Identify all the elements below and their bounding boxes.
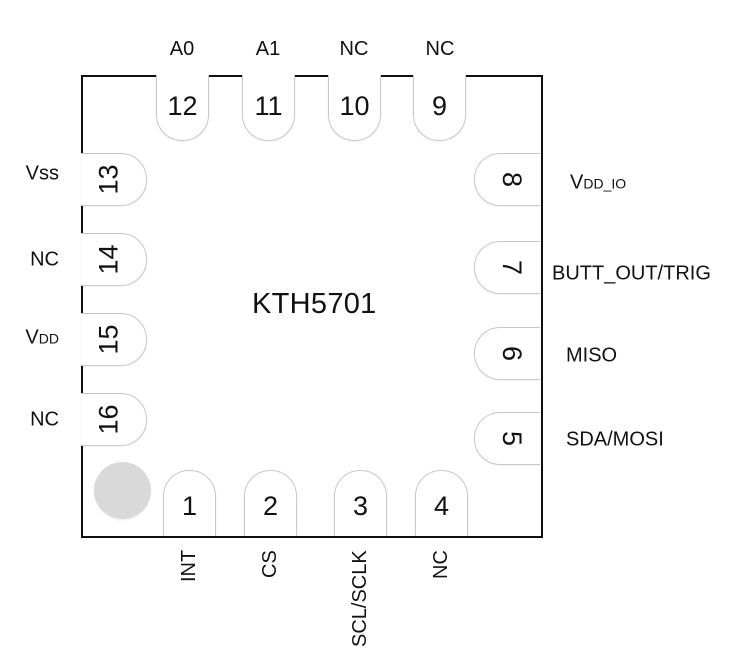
pin1-indicator-dot [94, 462, 151, 519]
pin-label-15: VDD [25, 326, 59, 349]
pin-label-8: VDD_IO [570, 171, 627, 194]
pad-1: 1 [163, 470, 216, 536]
pad-11: 11 [242, 75, 295, 141]
pad-5: 5 [474, 412, 540, 465]
pad-12: 12 [156, 75, 209, 141]
pad-number: 9 [431, 91, 448, 121]
pad-number: 5 [497, 430, 527, 447]
pad-number: 8 [497, 171, 527, 188]
pad-8: 8 [474, 153, 540, 206]
pad-number: 14 [93, 244, 124, 275]
pin-label-12: A0 [169, 38, 195, 60]
pin-label-7: BUTT_OUT/TRIG [552, 262, 711, 285]
pad-7: 7 [474, 241, 540, 294]
pad-16: 16 [81, 393, 147, 446]
pad-number: 12 [167, 91, 198, 121]
pad-2: 2 [244, 470, 297, 536]
pad-9: 9 [413, 75, 466, 141]
pin-label-13: Vss [25, 162, 59, 185]
pad-number: 13 [93, 164, 124, 195]
pad-3: 3 [334, 470, 387, 536]
pad-number: 6 [497, 345, 527, 362]
pin-label-4: NC [429, 550, 452, 579]
pad-14: 14 [81, 233, 147, 286]
chip-name: KTH5701 [252, 288, 377, 320]
pad-number: 15 [93, 324, 124, 355]
pad-number: 16 [93, 404, 124, 435]
pin-label-11: A1 [255, 38, 281, 60]
chip-package-body [81, 75, 543, 538]
pin-label-1: INT [177, 549, 200, 582]
pin-label-2: CS [258, 550, 281, 578]
pad-13: 13 [81, 153, 147, 206]
pad-number: 1 [181, 491, 198, 521]
pin-label-9: NC [425, 38, 455, 60]
pin-label-3: SCL/SCLK [348, 550, 371, 647]
pad-number: 10 [339, 91, 370, 121]
pin-label-14: NC [30, 248, 59, 271]
pad-15: 15 [81, 313, 147, 366]
pad-number: 3 [352, 491, 369, 521]
pad-6: 6 [474, 327, 540, 380]
pin-label-10: NC [339, 38, 369, 60]
pad-number: 4 [433, 491, 450, 521]
pad-number: 11 [254, 91, 283, 121]
pad-4: 4 [415, 470, 468, 536]
pin-label-5: SDA/MOSI [566, 428, 664, 451]
pad-number: 2 [262, 491, 279, 521]
pad-10: 10 [328, 75, 381, 141]
pad-number: 7 [497, 259, 527, 276]
pin-label-6: MISO [566, 344, 618, 367]
pin-label-16: NC [30, 408, 59, 431]
